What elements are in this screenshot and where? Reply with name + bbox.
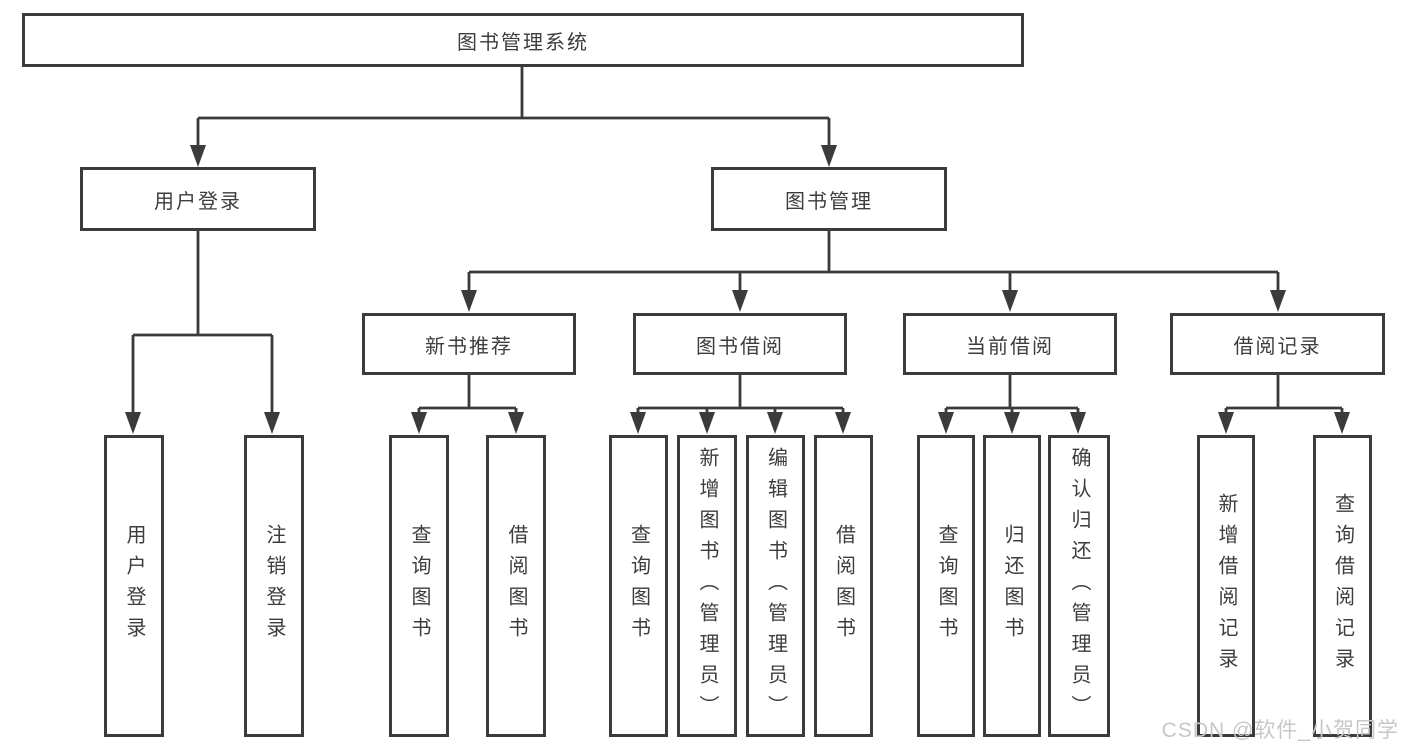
arrow-down-icon [190, 145, 206, 167]
leaf-return-books-label: 归还图书 [1001, 524, 1023, 648]
connector-current-borrowing-children [938, 375, 1086, 434]
node-library-management-system-label: 图书管理系统 [457, 31, 589, 54]
leaf-user-login: 用户登录 [104, 435, 164, 737]
connector-user-login-children [125, 231, 280, 434]
leaf-search-books-current-label: 查询图书 [935, 524, 957, 648]
connector-book-management-children [461, 231, 1286, 312]
node-book-borrowing-label: 图书借阅 [696, 335, 784, 358]
leaf-search-books-current: 查询图书 [917, 435, 975, 737]
leaf-search-books-recommend: 查询图书 [389, 435, 449, 737]
arrow-down-icon [264, 412, 280, 434]
leaf-confirm-return-admin-label: 确认归还（管理员） [1068, 446, 1090, 726]
arrow-down-icon [767, 412, 783, 434]
leaf-search-borrow-record: 查询借阅记录 [1313, 435, 1372, 737]
node-current-borrowing: 当前借阅 [903, 313, 1117, 375]
leaf-add-books-admin-label: 新增图书（管理员） [696, 446, 718, 726]
node-library-management-system: 图书管理系统 [22, 13, 1024, 67]
leaf-add-borrow-record-label: 新增借阅记录 [1215, 493, 1237, 679]
node-user-login-label: 用户登录 [154, 190, 242, 213]
connector-borrowing-records-children [1218, 375, 1350, 434]
leaf-edit-books-admin: 编辑图书（管理员） [746, 435, 805, 737]
node-book-management: 图书管理 [711, 167, 947, 231]
leaf-edit-books-admin-label: 编辑图书（管理员） [764, 446, 787, 726]
node-book-borrowing: 图书借阅 [633, 313, 847, 375]
arrow-down-icon [1334, 412, 1350, 434]
leaf-borrow-books: 借阅图书 [814, 435, 873, 737]
arrow-down-icon [732, 290, 748, 312]
leaf-return-books: 归还图书 [983, 435, 1041, 737]
leaf-add-borrow-record: 新增借阅记录 [1197, 435, 1255, 737]
connector-new-book-recommendation-children [411, 375, 524, 434]
leaf-confirm-return-admin: 确认归还（管理员） [1048, 435, 1110, 737]
arrow-down-icon [1070, 412, 1086, 434]
leaf-borrow-books-recommend: 借阅图书 [486, 435, 546, 737]
arrow-down-icon [835, 412, 851, 434]
leaf-search-borrow-record-label: 查询借阅记录 [1331, 493, 1354, 679]
arrow-down-icon [508, 412, 524, 434]
leaf-add-books-admin: 新增图书（管理员） [677, 435, 737, 737]
leaf-logout-label: 注销登录 [263, 524, 285, 648]
node-new-book-recommendation-label: 新书推荐 [425, 335, 513, 358]
arrow-down-icon [461, 290, 477, 312]
node-borrowing-records-label: 借阅记录 [1233, 335, 1322, 358]
connector-root-to-branches [190, 67, 837, 167]
leaf-search-books-borrowing-label: 查询图书 [627, 524, 650, 648]
leaf-search-books-recommend-label: 查询图书 [408, 524, 430, 648]
arrow-down-icon [699, 412, 715, 434]
leaf-user-login-label: 用户登录 [123, 524, 145, 648]
arrow-down-icon [1002, 290, 1018, 312]
watermark-text: CSDN @软件_小贺同学 [1161, 719, 1399, 742]
arrow-down-icon [1004, 412, 1020, 434]
arrow-down-icon [1270, 290, 1286, 312]
node-borrowing-records: 借阅记录 [1170, 313, 1385, 375]
leaf-search-books-borrowing: 查询图书 [609, 435, 668, 737]
arrow-down-icon [630, 412, 646, 434]
arrow-down-icon [1218, 412, 1234, 434]
arrow-down-icon [411, 412, 427, 434]
arrow-down-icon [821, 145, 837, 167]
node-current-borrowing-label: 当前借阅 [966, 335, 1054, 358]
leaf-borrow-books-recommend-label: 借阅图书 [505, 524, 527, 648]
leaf-logout: 注销登录 [244, 435, 304, 737]
node-user-login: 用户登录 [80, 167, 316, 231]
arrow-down-icon [125, 412, 141, 434]
node-book-management-label: 图书管理 [785, 190, 873, 213]
leaf-borrow-books-label: 借阅图书 [832, 524, 855, 648]
node-new-book-recommendation: 新书推荐 [362, 313, 576, 375]
connector-book-borrowing-children [630, 375, 851, 434]
arrow-down-icon [938, 412, 954, 434]
